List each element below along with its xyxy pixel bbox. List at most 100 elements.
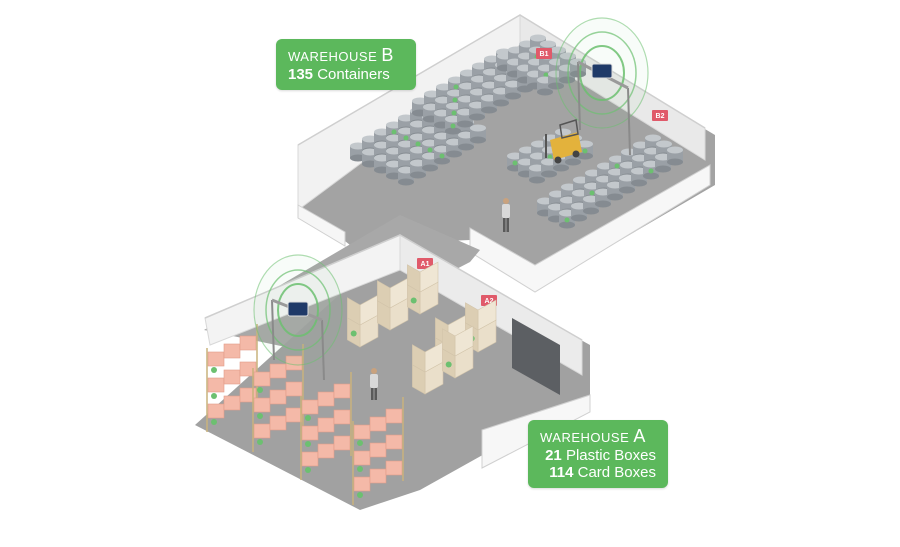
plastic-crate — [333, 409, 351, 425]
zone-label-a2: A2 — [485, 298, 494, 305]
rfid-tag-icon — [257, 387, 263, 393]
rfid-tag-icon — [452, 97, 458, 103]
plastic-crate — [333, 435, 351, 451]
plastic-crate — [223, 343, 241, 359]
rfid-tag-icon — [564, 217, 570, 223]
card-box — [347, 314, 379, 348]
plastic-crate — [207, 403, 225, 419]
plastic-crate — [239, 387, 257, 403]
shelf-unit — [300, 372, 352, 480]
plastic-crate — [269, 363, 287, 379]
rfid-tag-icon — [211, 367, 217, 373]
rfid-tag-icon — [350, 330, 357, 337]
rfid-tag-icon — [589, 190, 595, 196]
plastic-crate — [223, 395, 241, 411]
rfid-tag-icon — [410, 297, 417, 304]
card-box — [377, 297, 409, 331]
warehouse-b-title-prefix: WAREHOUSE — [288, 49, 382, 64]
rfid-tag-icon — [357, 466, 363, 472]
plastic-crate — [207, 377, 225, 393]
drum — [577, 140, 593, 160]
card-box — [407, 261, 439, 293]
rfid-tag-icon — [648, 168, 654, 174]
plastic-crate — [253, 397, 271, 413]
rfid-tag-icon — [211, 393, 217, 399]
plastic-crate — [301, 451, 319, 467]
zone-sign-b1: B1 — [536, 48, 552, 59]
card-box-count: 114 — [549, 463, 574, 481]
plastic-crate — [317, 391, 335, 407]
plastic-crate — [223, 369, 241, 385]
rfid-tag-icon — [257, 439, 263, 445]
rfid-tag-icon — [305, 415, 311, 421]
warehouse-b-container-count: 135 — [288, 65, 314, 83]
warehouse-a-plastic-boxes-row: 21 Plastic Boxes — [540, 447, 656, 464]
shelf-unit — [206, 324, 258, 432]
rfid-tag-icon — [211, 419, 217, 425]
rfid-tag-icon — [547, 154, 553, 160]
plastic-crate — [269, 389, 287, 405]
rfid-tag-icon — [415, 141, 421, 147]
rfid-tag-icon — [439, 153, 445, 159]
plastic-crate — [385, 434, 403, 450]
drum — [667, 146, 683, 166]
rfid-reader-icon — [287, 301, 309, 317]
rfid-tag-icon — [451, 110, 457, 116]
warehouse-b-front-wall-left — [297, 204, 346, 247]
warehouse-a-callout: WAREHOUSE A 21 Plastic Boxes 114 Card Bo… — [528, 420, 668, 489]
plastic-crate — [207, 351, 225, 367]
plastic-crate — [353, 424, 371, 440]
zone-sign-a1: A1 — [417, 258, 433, 269]
plastic-crate — [253, 371, 271, 387]
plastic-crate — [239, 361, 257, 377]
warehouse-a-title-letter: A — [633, 426, 646, 446]
worker-icon — [502, 198, 510, 232]
rfid-tag-icon — [453, 84, 459, 90]
plastic-crate — [285, 381, 303, 397]
rfid-tag-icon — [543, 72, 549, 78]
plastic-crate — [253, 423, 271, 439]
warehouse-b-title-letter: B — [381, 45, 394, 65]
plastic-crate-shelves-warehouse-a — [206, 324, 404, 505]
card-box — [412, 361, 444, 395]
rfid-tag-icon — [403, 135, 409, 141]
card-box — [442, 325, 474, 357]
worker-icon — [370, 368, 378, 400]
loading-dock-door — [512, 318, 560, 395]
zone-sign-b2: B2 — [652, 110, 668, 121]
plastic-box-count: 21 — [545, 446, 562, 464]
warehouse-b-wall-edge — [297, 14, 706, 146]
plastic-crate — [353, 476, 371, 492]
warehouse-a-title-prefix: WAREHOUSE — [540, 430, 634, 445]
rfid-tag-icon — [357, 440, 363, 446]
plastic-crate — [285, 407, 303, 423]
warehouse-b-callout: WAREHOUSE B 135 Containers — [276, 39, 416, 90]
plastic-crate — [369, 468, 387, 484]
warehouse-b-title: WAREHOUSE B — [288, 45, 404, 66]
forklift-icon — [545, 119, 582, 164]
zone-label-b1: B1 — [540, 51, 549, 58]
plastic-crate — [353, 450, 371, 466]
plastic-crate — [269, 415, 287, 431]
zone-label-a1: A1 — [421, 261, 430, 268]
rfid-tag-icon — [582, 148, 588, 154]
rfid-reader-b — [555, 17, 649, 156]
card-box — [347, 294, 379, 326]
rfid-tag-icon — [391, 129, 397, 135]
card-box-stacks-warehouse-a — [347, 261, 497, 395]
card-box-unit: Card Boxes — [573, 463, 656, 481]
rfid-tag-icon — [512, 160, 518, 166]
rfid-tag-icon — [427, 147, 433, 153]
card-box — [412, 341, 444, 373]
drum — [470, 124, 486, 144]
warehouse-a-title: WAREHOUSE A — [540, 426, 656, 447]
plastic-crate — [385, 408, 403, 424]
rfid-tag-icon — [257, 413, 263, 419]
plastic-crate — [385, 460, 403, 476]
card-box — [377, 277, 409, 309]
plastic-crate — [333, 383, 351, 399]
rfid-tag-icon — [305, 441, 311, 447]
plastic-crate — [317, 417, 335, 433]
plastic-crate — [239, 335, 257, 351]
